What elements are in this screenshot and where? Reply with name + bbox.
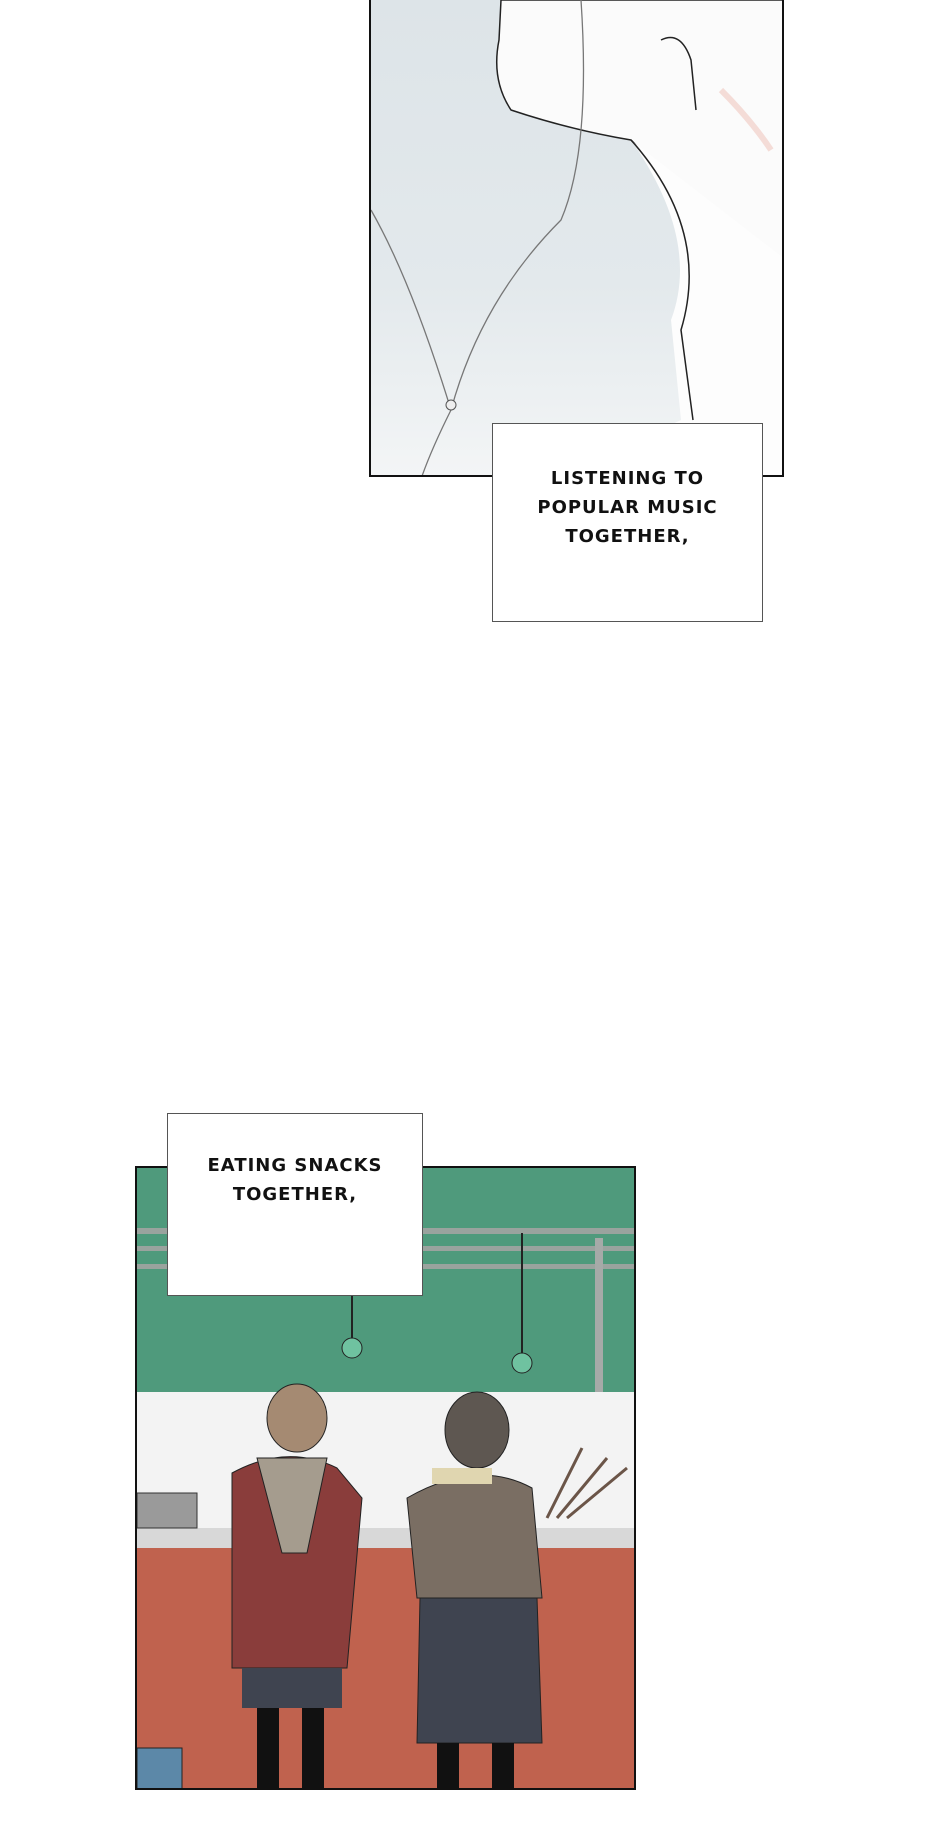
earphones-hand-illustration (371, 0, 782, 475)
caption-line: LISTENING TO (550, 468, 705, 489)
caption-line: TOGETHER, (232, 1183, 358, 1205)
caption-box-listening: LISTENING TO POPULAR MUSIC TOGETHER, (492, 423, 763, 622)
caption-box-eating: EATING SNACKS TOGETHER, (167, 1113, 423, 1296)
caption-line: EATING SNACKS (207, 1154, 383, 1176)
caption-line: TOGETHER, (565, 526, 690, 547)
panel-earphones (369, 0, 784, 477)
caption-line: POPULAR MUSIC (537, 497, 718, 518)
